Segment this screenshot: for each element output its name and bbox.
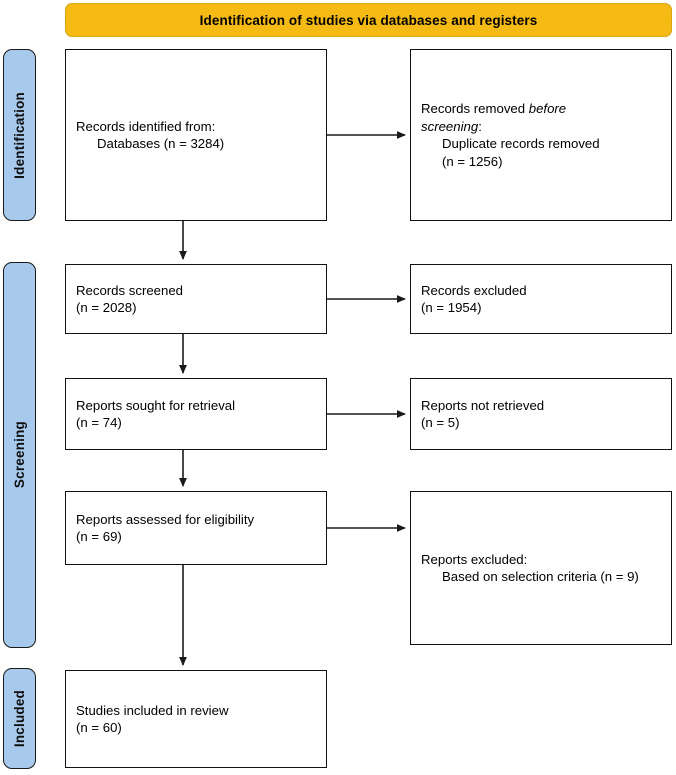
node-reports-assessed-line1: Reports assessed for eligibility — [76, 511, 255, 527]
node-reports-sought-line2: (n = 74) — [76, 415, 122, 430]
node-records-excluded-line2: (n = 1954) — [421, 300, 482, 315]
node-records-removed-line4: (n = 1256) — [442, 153, 503, 169]
node-records-identified: Records identified from: Databases (n = … — [65, 49, 327, 221]
node-records-screened: Records screened (n = 2028) — [65, 264, 327, 334]
node-records-identified-line1: Records identified from: — [76, 118, 216, 134]
node-reports-not-retrieved: Reports not retrieved (n = 5) — [410, 378, 672, 450]
node-records-removed: Records removed before screening: Duplic… — [410, 49, 672, 221]
node-records-excluded-line1: Records excluded — [421, 282, 527, 298]
node-reports-assessed-line2: (n = 69) — [76, 529, 122, 544]
node-studies-included: Studies included in review (n = 60) — [65, 670, 327, 768]
node-records-screened-line2: (n = 2028) — [76, 300, 137, 315]
node-reports-sought-line1: Reports sought for retrieval — [76, 397, 236, 413]
node-records-screened-line1: Records screened — [76, 282, 184, 298]
stage-label-screening: Screening — [3, 262, 36, 648]
node-records-excluded: Records excluded (n = 1954) — [410, 264, 672, 334]
stage-label-identification: Identification — [3, 49, 36, 221]
node-records-removed-line1: Records removed before — [421, 100, 661, 118]
node-records-removed-line3: Duplicate records removed — [442, 136, 600, 151]
node-reports-excluded-line1: Reports excluded: — [421, 551, 528, 567]
node-studies-included-line2: (n = 60) — [76, 720, 122, 735]
node-reports-excluded-line2: Based on selection criteria (n = 9) — [442, 569, 639, 584]
node-reports-sought: Reports sought for retrieval (n = 74) — [65, 378, 327, 450]
node-records-removed-line2: screening: — [421, 118, 661, 136]
node-records-removed-prefix: Records removed — [421, 101, 529, 116]
node-records-removed-italic1: before — [528, 101, 567, 116]
stage-label-included: Included — [3, 668, 36, 769]
diagram-title: Identification of studies via databases … — [199, 12, 538, 28]
node-records-removed-italic2: screening — [421, 118, 479, 134]
node-reports-excluded: Reports excluded: Based on selection cri… — [410, 491, 672, 645]
node-records-identified-line2: Databases (n = 3284) — [97, 136, 225, 151]
node-reports-assessed: Reports assessed for eligibility (n = 69… — [65, 491, 327, 565]
node-records-removed-colon: : — [478, 118, 482, 134]
diagram-header-banner: Identification of studies via databases … — [65, 3, 672, 37]
node-reports-not-retrieved-line2: (n = 5) — [421, 415, 460, 430]
node-reports-not-retrieved-line1: Reports not retrieved — [421, 397, 545, 413]
node-studies-included-line1: Studies included in review — [76, 702, 229, 718]
